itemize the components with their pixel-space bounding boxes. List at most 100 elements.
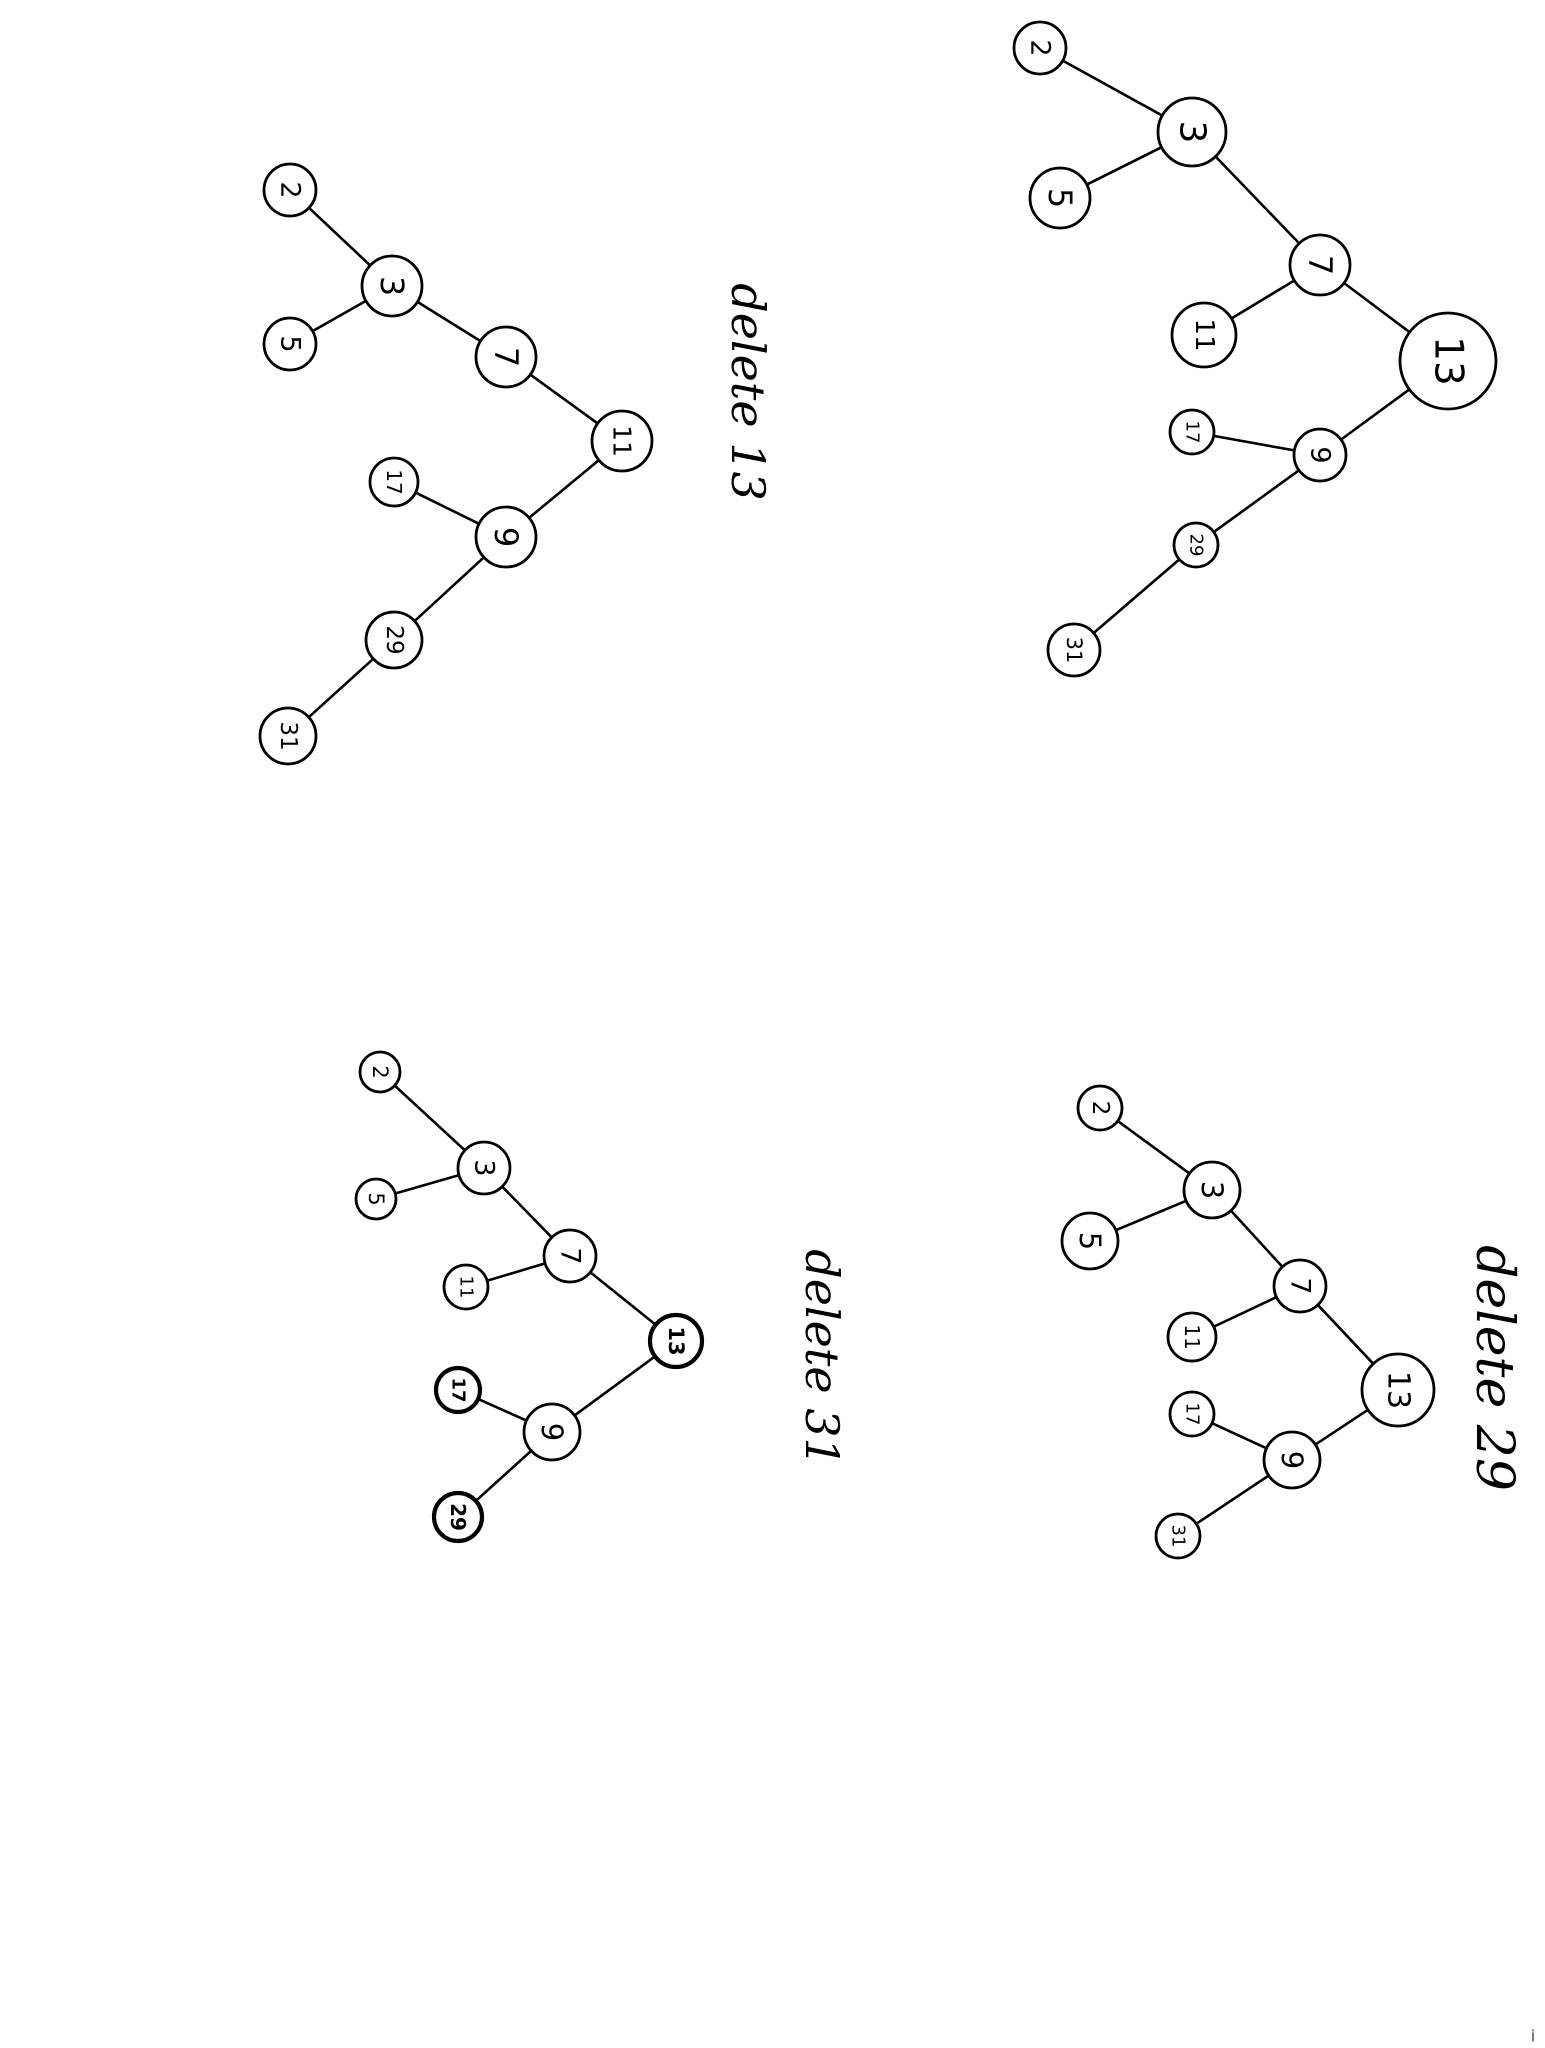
- tree-edge: [528, 373, 600, 425]
- node-circle: [1172, 521, 1220, 569]
- tree-edge: [474, 1449, 533, 1503]
- diagram-caption: delete 29: [1464, 1245, 1524, 1491]
- tree-node-9: 9: [1262, 1430, 1322, 1490]
- node-circle: [590, 409, 654, 473]
- node-label: 3: [1172, 121, 1213, 144]
- tree-node-29: 29: [431, 1490, 485, 1544]
- node-label: 2: [368, 1065, 392, 1078]
- node-circle: [1360, 1352, 1436, 1428]
- tree-edge: [588, 1270, 658, 1327]
- node-circle: [368, 456, 420, 508]
- node-circle: [1398, 311, 1498, 411]
- tree-node-11: 11: [590, 409, 654, 473]
- node-circle: [1046, 622, 1102, 678]
- tree-node-5: 5: [262, 316, 318, 372]
- tree-edge: [1214, 155, 1301, 245]
- node-circle: [1170, 301, 1238, 369]
- node-circle: [354, 1177, 398, 1221]
- node-label: 5: [1041, 188, 1079, 208]
- tree-node-2: 2: [262, 162, 318, 218]
- node-circle: [364, 610, 424, 670]
- tree-node-17: 17: [433, 1365, 483, 1415]
- node-label: 7: [1285, 1277, 1316, 1294]
- tree-node-29: 29: [1172, 521, 1220, 569]
- tree-edge: [1342, 281, 1411, 334]
- node-label: 9: [1305, 446, 1336, 463]
- node-label: 13: [1426, 336, 1471, 386]
- tree-node-13: 13: [647, 1312, 705, 1370]
- node-label: 9: [535, 1423, 569, 1441]
- node-circle: [542, 1228, 598, 1284]
- node-label: 29: [1186, 534, 1207, 557]
- tree-node-11: 11: [1166, 1311, 1218, 1363]
- tree-edge: [307, 206, 372, 267]
- node-circle: [262, 162, 318, 218]
- tree-node-5: 5: [1028, 166, 1092, 230]
- node-label: 31: [275, 721, 301, 750]
- node-label: 9: [1275, 1451, 1309, 1469]
- node-label: 29: [446, 1503, 470, 1531]
- tree-edge: [1195, 1474, 1271, 1526]
- corner-mark: i: [1531, 2027, 1535, 2046]
- node-circle: [1060, 1211, 1120, 1271]
- tree-node-29: 29: [364, 610, 424, 670]
- tree-edge: [1316, 1303, 1375, 1366]
- tree-node-31: 31: [1046, 622, 1102, 678]
- node-label: 7: [487, 347, 525, 367]
- tree-edge: [393, 1173, 461, 1195]
- tree-edge: [527, 458, 601, 520]
- tree-edge: [500, 1185, 554, 1239]
- node-label: 2: [1025, 39, 1056, 56]
- tree-edge: [1085, 145, 1163, 186]
- tree-edge: [1114, 1199, 1188, 1232]
- tree-edge: [414, 491, 481, 526]
- node-label: 3: [469, 1159, 500, 1176]
- node-circle: [474, 325, 538, 389]
- tree-node-7: 7: [542, 1228, 598, 1284]
- tree-edge: [1092, 558, 1181, 635]
- node-label: 17: [382, 469, 406, 494]
- node-label: 2: [275, 181, 306, 198]
- node-label: 11: [608, 425, 637, 457]
- node-label: 11: [456, 1276, 477, 1299]
- node-circle: [262, 316, 318, 372]
- tree-node-2: 2: [1012, 20, 1068, 76]
- node-circle: [1288, 233, 1352, 297]
- tree-node-9: 9: [522, 1402, 582, 1462]
- node-circle: [360, 254, 424, 318]
- tree-node-13: 13: [1360, 1352, 1436, 1428]
- node-circle: [358, 1050, 402, 1094]
- node-label: 11: [1189, 318, 1219, 351]
- node-circle: [433, 1365, 483, 1415]
- tree-edge: [1339, 388, 1411, 441]
- node-label: 31: [1062, 637, 1086, 664]
- tree-edge: [1229, 1209, 1284, 1269]
- tree-node-3: 3: [1156, 96, 1228, 168]
- node-label: 3: [373, 276, 411, 296]
- tree-node-13: 13: [1398, 311, 1498, 411]
- node-circle: [1168, 1390, 1216, 1438]
- node-circle: [1166, 1311, 1218, 1363]
- node-label: 17: [1182, 1403, 1203, 1426]
- tree-node-3: 3: [360, 254, 424, 318]
- tree-node-3: 3: [1182, 1160, 1242, 1220]
- tree-edge: [1212, 1295, 1278, 1329]
- tree-edge: [416, 300, 482, 343]
- tree-node-11: 11: [442, 1263, 490, 1311]
- node-circle: [456, 1140, 512, 1196]
- tree-edge: [307, 657, 375, 719]
- node-circle: [1156, 96, 1228, 168]
- tree-node-17: 17: [1168, 1390, 1216, 1438]
- node-circle: [1272, 1258, 1328, 1314]
- tree-edge: [1116, 1119, 1191, 1175]
- tree-edge: [485, 1262, 547, 1283]
- tree-edge: [311, 299, 368, 333]
- tree-node-3: 3: [456, 1140, 512, 1196]
- node-circle: [1154, 1512, 1202, 1560]
- node-label: 13: [664, 1326, 688, 1355]
- tree-node-31: 31: [258, 706, 318, 766]
- node-circle: [522, 1402, 582, 1462]
